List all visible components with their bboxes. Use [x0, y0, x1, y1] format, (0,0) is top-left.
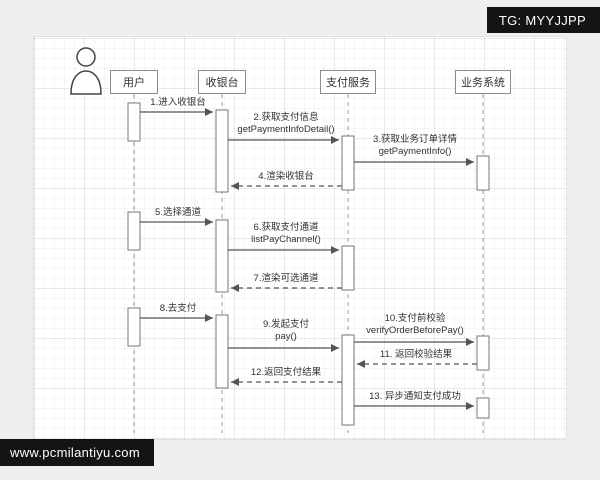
participant-cashier: 收银台: [198, 70, 246, 94]
tg-watermark-badge: TG: MYYJJPP: [486, 7, 600, 33]
message-label-8: 8.去支付: [159, 303, 197, 314]
message-label-4: 4.渲染收银台: [258, 171, 314, 182]
message-label-2: 2.获取支付信息 getPaymentInfoDetail(): [237, 112, 335, 136]
message-label-11: 11. 返回校验结果: [379, 349, 453, 360]
message-label-6: 6.获取支付通道 listPayChannel(): [251, 222, 321, 246]
message-label-7: 7.渲染可选通道: [253, 273, 319, 284]
actor-user-icon: [70, 47, 102, 95]
message-arrows: [140, 108, 477, 410]
site-watermark-badge: www.pcmilantiyu.com: [0, 439, 154, 466]
message-label-10: 10.支付前校验 verifyOrderBeforePay(): [366, 313, 464, 337]
message-label-13: 13. 异步通知支付成功: [369, 391, 461, 402]
message-label-3: 3.获取业务订单详情 getPaymentInfo(): [373, 134, 457, 158]
message-label-12: 12.返回支付结果: [250, 367, 322, 378]
message-label-1: 1.进入收银台: [150, 97, 206, 108]
participant-business: 业务系统: [455, 70, 511, 94]
diagram-canvas: [33, 36, 567, 440]
activation-bars: [127, 102, 490, 426]
message-label-9: 9.发起支付 pay(): [263, 319, 309, 343]
participant-payment: 支付服务: [320, 70, 376, 94]
message-label-5: 5.选择通道: [155, 207, 201, 218]
participant-user: 用户: [110, 70, 158, 94]
